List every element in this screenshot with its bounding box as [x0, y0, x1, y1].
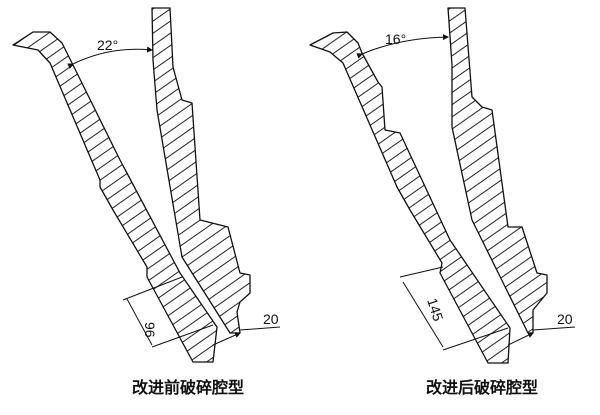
gap-leader [532, 326, 576, 331]
extension-line [122, 276, 183, 301]
angle-label: 22° [97, 37, 118, 53]
angle-label: 16° [385, 31, 406, 47]
extension-line [151, 324, 214, 348]
fixed-jaw-after [447, 7, 548, 334]
gap-dimension-line [507, 332, 534, 346]
gap-label: 20 [557, 311, 573, 327]
gap-label: 20 [263, 311, 279, 327]
angle-dimension-arc [356, 34, 449, 59]
height-label: 96 [142, 322, 158, 338]
caption-after: 改进后破碎腔型 [425, 378, 539, 397]
height-dimension-line [126, 298, 153, 346]
fixed-jaw-before [151, 7, 251, 334]
gap-leader [239, 326, 281, 331]
angle-dimension-arc [67, 46, 153, 69]
height-dimension-line [402, 281, 444, 348]
extension-line [399, 266, 444, 278]
extension-line [442, 327, 509, 351]
figure-before: 22° 96 20 [12, 7, 281, 363]
height-label: 145 [424, 296, 447, 323]
swing-jaw-before [12, 31, 218, 363]
caption-before: 改进前破碎腔型 [131, 378, 245, 397]
figure-after: 16° 145 20 [309, 7, 576, 364]
gap-dimension-line [212, 332, 241, 346]
